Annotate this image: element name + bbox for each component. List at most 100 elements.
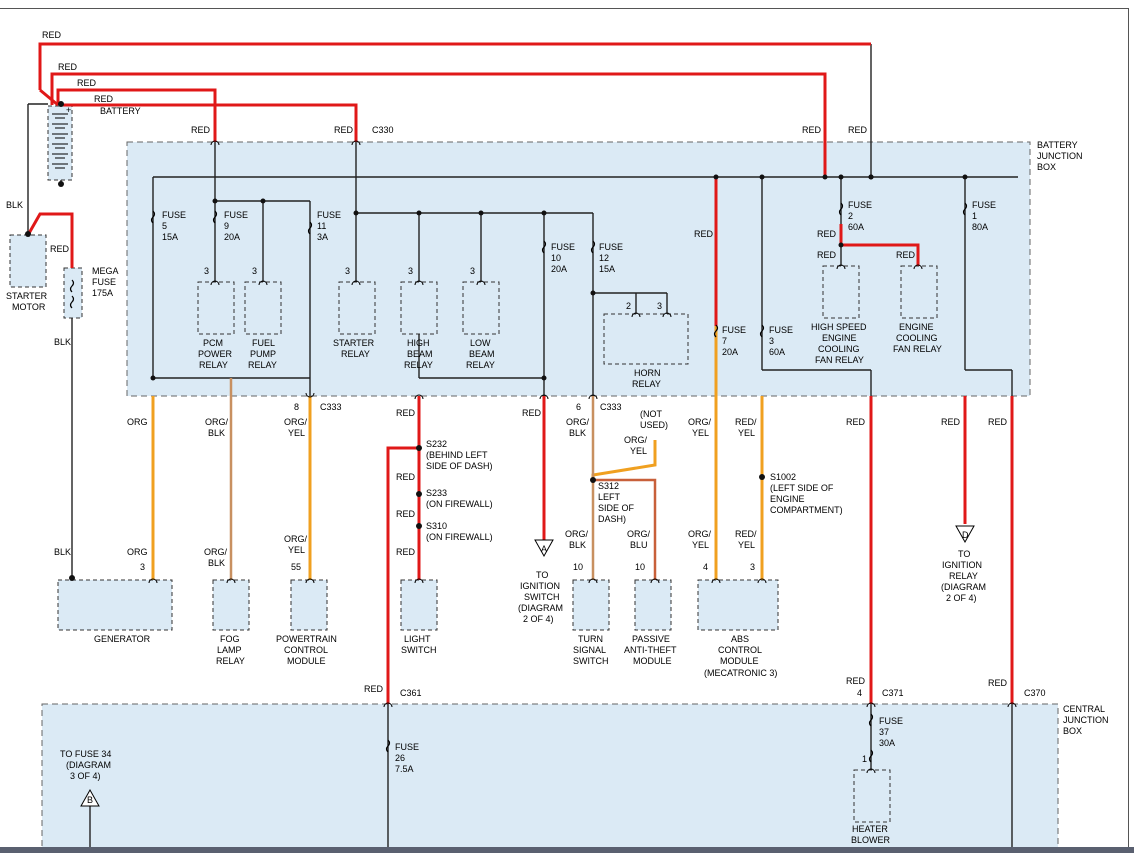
pin-number: 4 — [857, 688, 862, 698]
orange-blue-wire — [593, 478, 657, 580]
fuse-label: FUSE — [879, 716, 903, 726]
starter-relay — [338, 281, 376, 335]
fuse-number: 10 — [551, 253, 561, 263]
splice-label: S312 — [598, 481, 619, 491]
wire-label: ORG/ — [566, 417, 590, 427]
component-label: TO — [536, 570, 548, 580]
wire-label: ORG/ — [688, 417, 712, 427]
high-speed-fan-relay — [822, 265, 860, 319]
pin-number: 4 — [703, 562, 708, 572]
wire-label: RED — [396, 547, 416, 557]
pin-number: 55 — [291, 562, 301, 572]
marker-a-triangle — [534, 539, 554, 558]
component-label: BEAM — [407, 349, 433, 359]
wire-label: ORG/ — [205, 417, 229, 427]
pin-number: 3 — [750, 562, 755, 572]
component-label: TO — [958, 549, 970, 559]
component-label: 2 OF 4) — [523, 614, 554, 624]
fuse-rating: 3A — [317, 232, 328, 242]
wire-label: RED — [694, 229, 714, 239]
cjb-label: JUNCTION — [1063, 715, 1109, 725]
starter-motor — [9, 234, 47, 288]
pin-number: 3 — [657, 301, 662, 311]
frame-right-line — [1128, 8, 1129, 853]
pin-number: 6 — [576, 402, 581, 412]
splice-label: S1002 — [770, 472, 796, 482]
splice-label: ENGINE — [770, 494, 805, 504]
wire-label: RED — [988, 417, 1008, 427]
wire-label: ORG/ — [688, 529, 712, 539]
component-label: FUEL — [252, 338, 275, 348]
light-switch — [400, 579, 438, 631]
splice-label: (LEFT SIDE OF — [770, 483, 834, 493]
connector-label: C361 — [400, 688, 422, 698]
component-label: FAN RELAY — [815, 355, 864, 365]
splice-label: (NOT — [640, 409, 662, 419]
component-label: (DIAGRAM — [66, 760, 111, 770]
connector-arcs — [148, 140, 1017, 774]
wire-label: RED — [50, 244, 70, 254]
splice-label: S310 — [426, 521, 447, 531]
frame-top-line — [0, 8, 1128, 9]
component-label: RELAY — [949, 571, 978, 581]
fuse-label: FUSE — [224, 210, 248, 220]
fuse-rating: 30A — [879, 738, 895, 748]
component-label: COOLING — [896, 333, 938, 343]
wire-label: BLK — [6, 200, 23, 210]
marker-letter: B — [87, 795, 93, 805]
fuse-label: FUSE — [162, 210, 186, 220]
pin-number: 3 — [204, 266, 209, 276]
wire-label: YEL — [692, 540, 709, 550]
fuse-symbols — [69, 202, 968, 763]
wire-label: ORG — [127, 547, 148, 557]
marker-b-triangle — [80, 788, 100, 807]
wire-label: YEL — [288, 545, 305, 555]
component-label: SWITCH — [401, 645, 437, 655]
splice-label: SIDE OF — [598, 503, 635, 513]
connector-label: C333 — [600, 402, 622, 412]
wire-label: RED — [848, 125, 868, 135]
component-label: ANTI-THEFT — [624, 645, 677, 655]
component-label: BLOWER — [851, 835, 891, 845]
component-label: SWITCH — [573, 656, 609, 666]
fuse-label: FUSE — [317, 210, 341, 220]
wire-label: RED — [77, 78, 97, 88]
low-beam-relay — [462, 281, 500, 335]
component-label: HIGH — [407, 338, 430, 348]
component-label: FOG — [220, 634, 240, 644]
central-junction-box — [41, 703, 1059, 853]
bjb-label: JUNCTION — [1037, 151, 1083, 161]
fuse-number: 9 — [224, 221, 229, 231]
cjb-label: CENTRAL — [1063, 704, 1105, 714]
battery-cells — [52, 113, 68, 169]
fog-lamp-relay — [212, 579, 250, 631]
fuse-rating: 80A — [972, 222, 988, 232]
wire-label: BLK — [569, 540, 586, 550]
marker-d-triangle — [955, 525, 975, 544]
wire-label: YEL — [630, 446, 647, 456]
wire-label: RED — [846, 417, 866, 427]
splice-label: S232 — [426, 439, 447, 449]
component-label: PUMP — [250, 349, 276, 359]
fuse-rating: 60A — [848, 222, 864, 232]
component-label: TO FUSE 34 — [60, 749, 111, 759]
wire-label: RED — [988, 678, 1008, 688]
connector-label: C330 — [372, 125, 394, 135]
component-label: HEATER — [852, 824, 888, 834]
marker-letter: A — [541, 544, 547, 554]
pin-number: 1 — [862, 754, 867, 764]
bjb-label: BOX — [1037, 162, 1056, 172]
component-label: 3 OF 4) — [70, 771, 101, 781]
component-label: CONTROL — [284, 645, 328, 655]
fuse-number: 12 — [599, 253, 609, 263]
passive-anti-theft-module — [634, 579, 672, 631]
fuse-number: 7 — [722, 336, 727, 346]
component-label: LIGHT — [404, 634, 431, 644]
wire-label: BLK — [569, 428, 586, 438]
wire-label: ORG/ — [204, 547, 228, 557]
fuse-rating: 20A — [224, 232, 240, 242]
fuse-rating: 7.5A — [395, 764, 414, 774]
wire-label: RED — [896, 250, 916, 260]
fuse-number: 1 — [972, 211, 977, 221]
heater-blower — [853, 769, 891, 823]
